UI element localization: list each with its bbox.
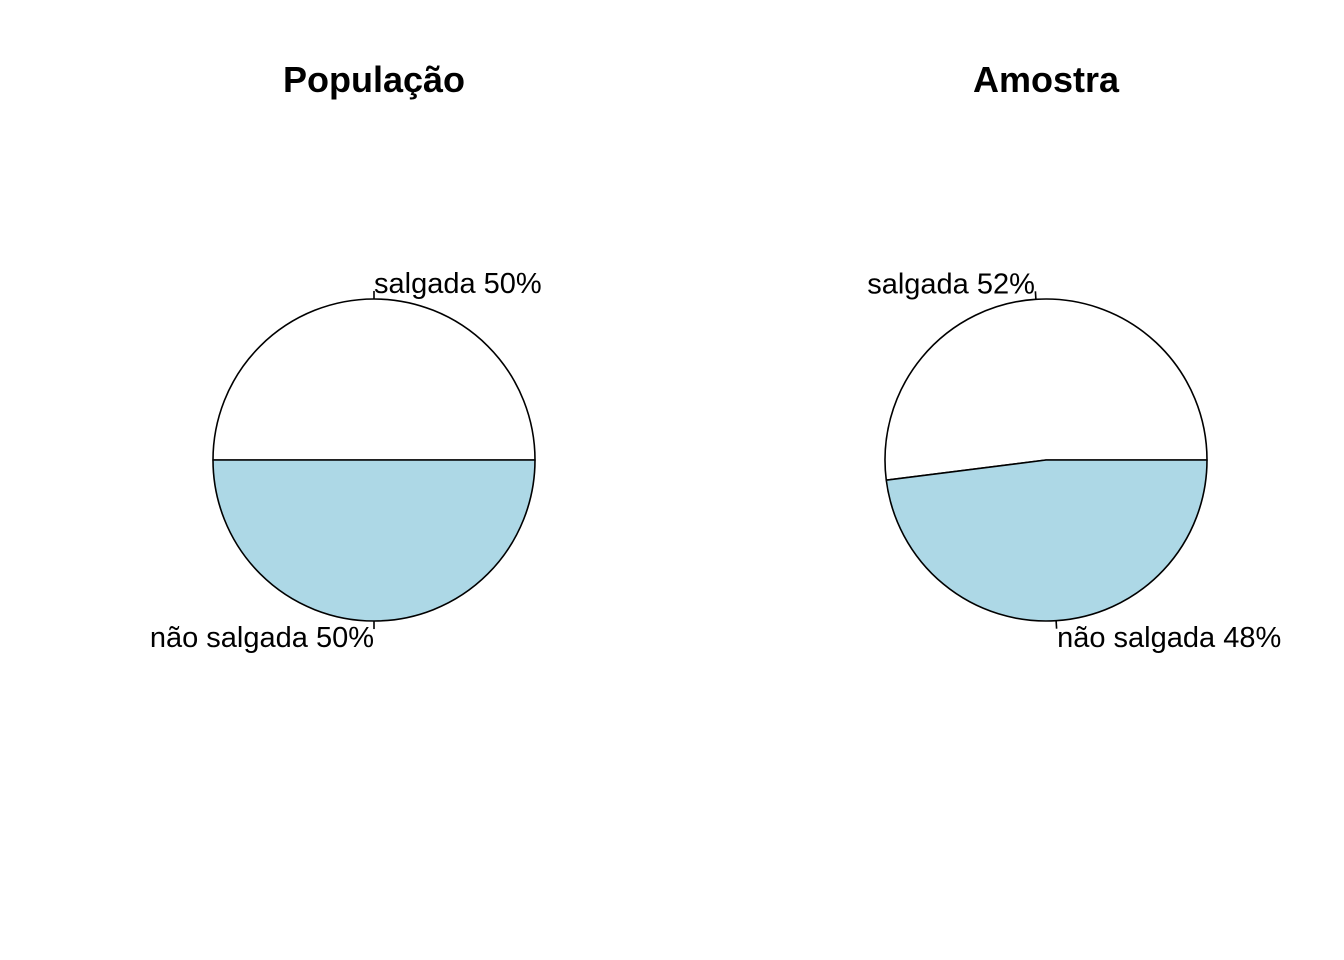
pie-label-amostra-0: salgada 52% bbox=[867, 268, 1035, 300]
pie-label-populacao-0: salgada 50% bbox=[374, 268, 542, 300]
pie-slices-populacao: salgada 50% não salgada 50% bbox=[150, 268, 542, 654]
pie-label-amostra-1: não salgada 48% bbox=[1057, 622, 1281, 654]
pie-label-tick-amostra-0 bbox=[1034, 291, 1037, 300]
chart-title-amostra: Amostra bbox=[973, 59, 1120, 100]
pie-panel-populacao: População salgada 50% não salgada 50% bbox=[150, 59, 542, 654]
pie-slice-amostra-1 bbox=[885, 459, 1208, 622]
pie-label-tick-amostra-1 bbox=[1055, 620, 1058, 629]
pie-panel-amostra: Amostra salgada 52% não salgada 48% bbox=[867, 59, 1281, 654]
pie-label-populacao-1: não salgada 50% bbox=[150, 622, 374, 654]
chart-title-populacao: População bbox=[283, 59, 465, 100]
pie-slices-amostra: salgada 52% não salgada 48% bbox=[867, 268, 1281, 654]
